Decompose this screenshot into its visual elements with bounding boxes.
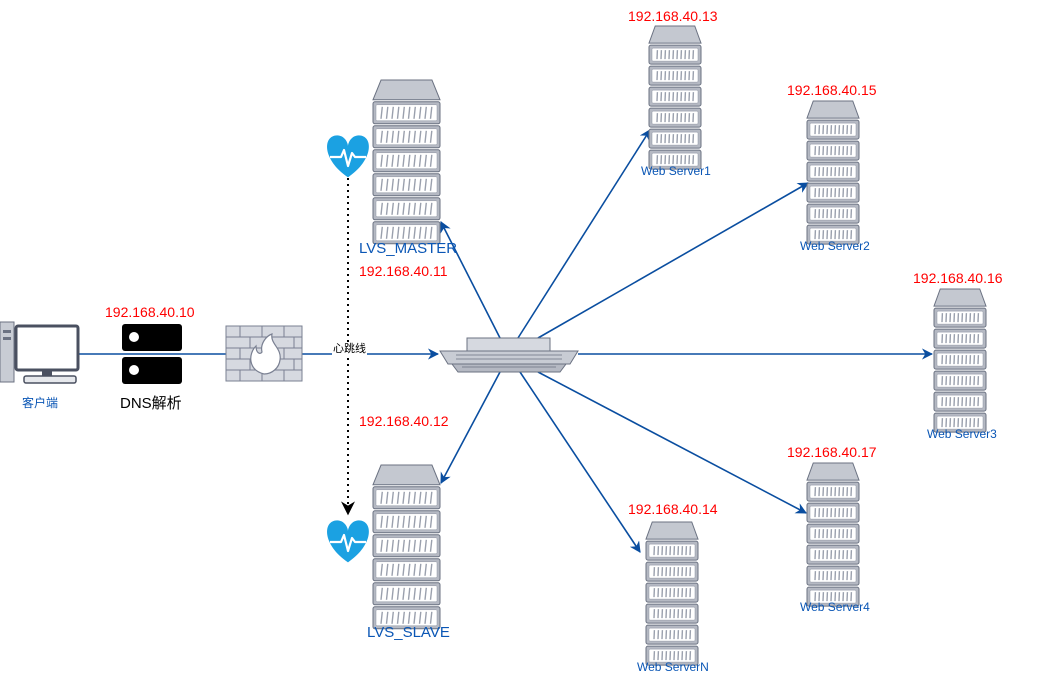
lvs-slave-heartbeat-icon xyxy=(327,520,369,563)
edge-switch-to-web2 xyxy=(537,182,809,339)
web4-ip: 192.168.40.17 xyxy=(787,444,877,460)
edge-switch-to-web1 xyxy=(517,129,651,339)
firewall-icon xyxy=(225,325,303,382)
lvs-master-label: LVS_MASTER xyxy=(359,240,458,257)
web3-ip: 192.168.40.16 xyxy=(913,270,1003,286)
webN-server-icon xyxy=(645,521,699,666)
web3-server-icon xyxy=(933,288,987,433)
lvs-slave-server-icon xyxy=(372,464,441,630)
lvs-slave-ip: 192.168.40.12 xyxy=(359,413,449,429)
web1-label: Web Server1 xyxy=(641,164,711,178)
heartbeat-line-label: 心跳线 xyxy=(332,343,367,355)
lvs-master-ip: 192.168.40.11 xyxy=(359,263,448,279)
edge-switch-to-webN xyxy=(519,371,641,553)
client-label: 客户端 xyxy=(22,396,59,410)
web4-server-icon xyxy=(806,462,860,607)
dns-ip: 192.168.40.10 xyxy=(105,304,195,320)
web1-ip: 192.168.40.13 xyxy=(628,8,718,24)
lvs-slave-label: LVS_SLAVE xyxy=(367,624,450,641)
web3-label: Web Server3 xyxy=(927,427,997,441)
webN-ip: 192.168.40.14 xyxy=(628,501,718,517)
web2-ip: 192.168.40.15 xyxy=(787,82,877,98)
edge-switch-to-lvs-master xyxy=(440,221,501,339)
network-switch-icon xyxy=(439,337,579,373)
lvs-master-heartbeat-icon xyxy=(327,135,369,178)
desktop-computer-icon xyxy=(0,321,80,384)
edge-switch-to-web4 xyxy=(537,371,807,514)
lvs-master-server-icon xyxy=(372,79,441,245)
dns-server-icon xyxy=(122,324,182,384)
web4-label: Web Server4 xyxy=(800,600,870,614)
web2-label: Web Server2 xyxy=(800,239,870,253)
dns-label: DNS解析 xyxy=(120,395,182,412)
web2-server-icon xyxy=(806,100,860,245)
webN-label: Web ServerN xyxy=(637,660,709,674)
web1-server-icon xyxy=(648,25,702,170)
edge-switch-to-lvs-slave xyxy=(440,371,501,484)
